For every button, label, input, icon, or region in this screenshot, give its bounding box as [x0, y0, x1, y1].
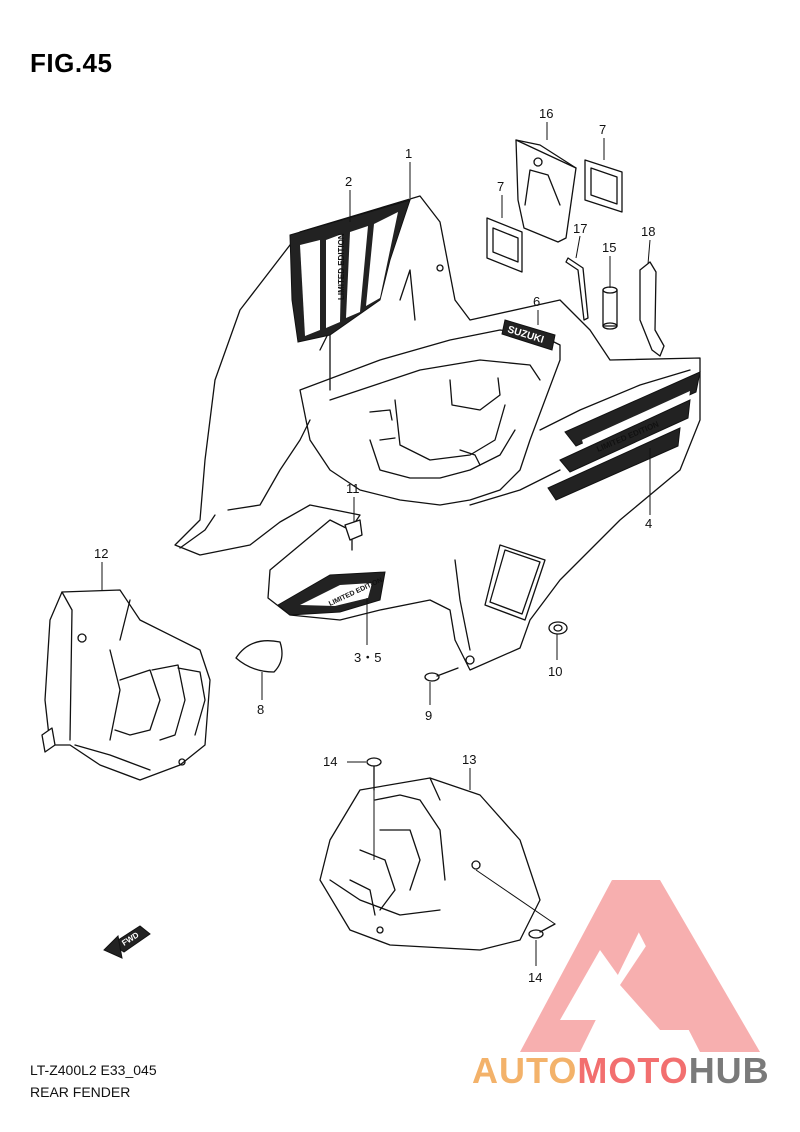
- callout-8: 8: [257, 702, 264, 717]
- callout-3-5: 3・5: [354, 650, 381, 665]
- limited-edition-left-text: LIMITED EDITION: [337, 233, 346, 300]
- figure-title: FIG.45: [30, 48, 113, 78]
- callout-15: 15: [602, 240, 616, 255]
- fwd-arrow-icon: FWD: [103, 925, 151, 959]
- callout-11: 11: [346, 481, 360, 496]
- socket-pin: [602, 286, 618, 330]
- square-decal-a: [486, 217, 523, 273]
- callout-1: 1: [405, 146, 412, 161]
- hex-wrench: [565, 257, 589, 321]
- figure-code: LT-Z400L2 E33_045: [30, 1062, 157, 1078]
- watermark-moto: MOTO: [577, 1050, 689, 1091]
- suzuki-emblem: SUZUKI: [501, 319, 556, 351]
- callout-labels: 1 2 3・5 4 6 7 7 8 9 10 11 12 13 14 14 15…: [94, 106, 655, 985]
- callout-4: 4: [645, 516, 652, 531]
- screw-14-top: [366, 757, 382, 791]
- screw-9: [424, 667, 459, 682]
- callout-9: 9: [425, 708, 432, 723]
- clip-11: [344, 519, 363, 551]
- watermark-logo: [520, 880, 760, 1052]
- callout-12: 12: [94, 546, 108, 561]
- callout-2: 2: [345, 174, 352, 189]
- grommet-10: [548, 621, 568, 635]
- callout-14b: 14: [528, 970, 542, 985]
- watermark-auto: AUTO: [472, 1050, 578, 1091]
- figure-name: REAR FENDER: [30, 1084, 131, 1100]
- callout-14a: 14: [323, 754, 337, 769]
- callout-17: 17: [573, 221, 587, 236]
- callout-13: 13: [462, 752, 476, 767]
- callout-18: 18: [641, 224, 655, 239]
- right-mud-guard: [319, 777, 541, 951]
- left-stripe-decal: LIMITED EDITION: [289, 199, 411, 343]
- screw-14-bottom: [528, 923, 556, 939]
- callout-7b: 7: [599, 122, 606, 137]
- callout-7a: 7: [497, 179, 504, 194]
- leader-lines: [101, 122, 651, 966]
- tool-bag: [515, 139, 577, 243]
- cap-8: [235, 640, 283, 673]
- left-mud-guard: [41, 589, 211, 781]
- callout-10: 10: [548, 664, 562, 679]
- watermark-hub: HUB: [688, 1050, 770, 1091]
- square-decal-b: [584, 159, 623, 213]
- callout-16: 16: [539, 106, 553, 121]
- spanner: [639, 261, 665, 357]
- watermark-text: AUTOMOTOHUB: [472, 1050, 770, 1092]
- callout-6: 6: [533, 294, 540, 309]
